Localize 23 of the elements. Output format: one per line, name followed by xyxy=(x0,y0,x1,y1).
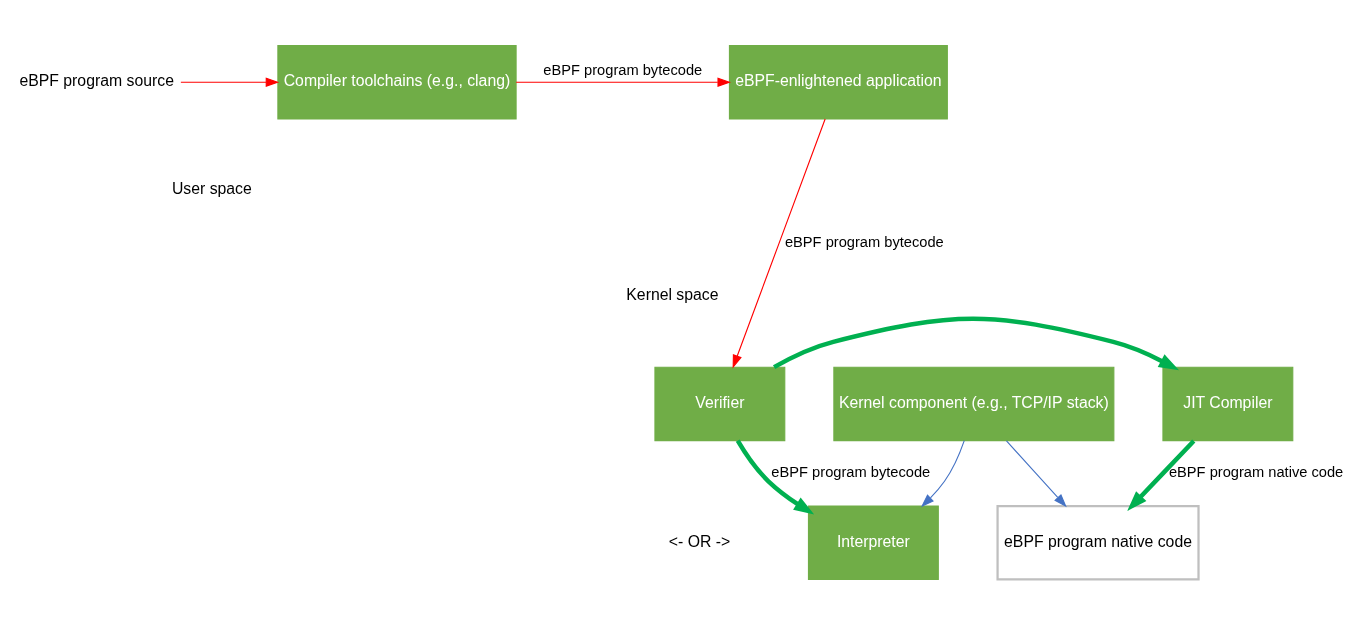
arrow xyxy=(180,76,280,87)
node-box: Verifier xyxy=(654,366,786,441)
edge-label: eBPF program native code xyxy=(1168,463,1344,480)
arrow xyxy=(1005,439,1067,507)
node-box: Compiler toolchains (e.g., clang) xyxy=(277,44,517,119)
node-box: Interpreter xyxy=(807,505,939,580)
edge-label: eBPF program bytecode xyxy=(771,463,931,480)
arrow xyxy=(920,439,965,507)
label: <- OR -> xyxy=(668,532,731,550)
node-box: eBPF program native code xyxy=(996,504,1200,581)
arrow xyxy=(1127,438,1196,511)
label: User space xyxy=(171,179,252,197)
node-text: eBPF program source xyxy=(19,71,174,89)
arrow xyxy=(735,439,815,514)
node-box: JIT Compiler xyxy=(1162,366,1294,441)
node-box: eBPF-enlightened application xyxy=(728,44,948,119)
arrow xyxy=(515,76,731,87)
edge-label: eBPF program bytecode xyxy=(784,233,944,250)
label: Kernel space xyxy=(626,285,719,303)
arrow xyxy=(773,316,1180,370)
node-box: Kernel component (e.g., TCP/IP stack) xyxy=(833,366,1115,441)
edge-label: eBPF program bytecode xyxy=(543,61,703,78)
arrow xyxy=(732,118,826,368)
